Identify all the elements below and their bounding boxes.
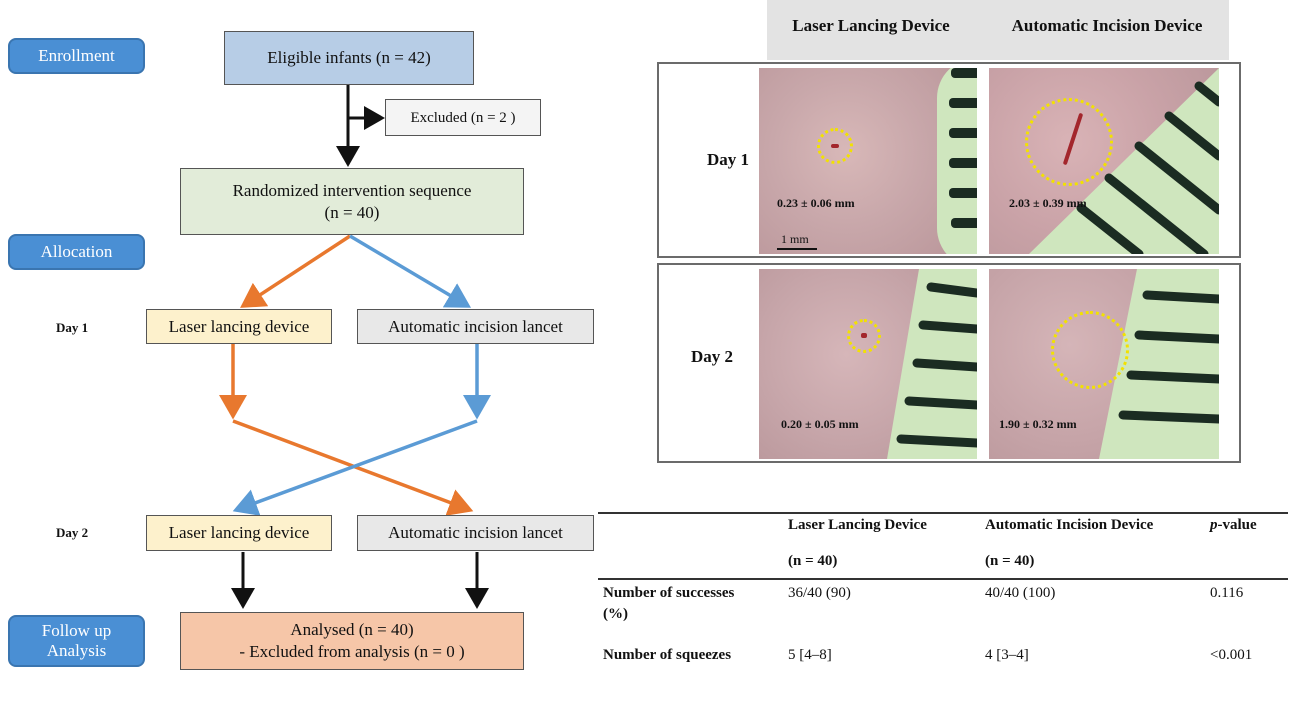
table-cell-successes-laser: 36/40 (90) <box>788 585 851 601</box>
incision-day1-laser <box>831 144 839 148</box>
table-header-value: -value <box>1217 517 1257 533</box>
incision-day2-laser <box>861 333 867 338</box>
arrow-blue-crossover <box>232 419 478 516</box>
image-col-header-laser: Laser Lancing Device <box>792 16 950 35</box>
photo-day1-laser: 0.23 ± 0.06 mm 1 mm <box>759 68 977 254</box>
image-row-label-day2: Day 2 <box>691 347 734 366</box>
table-row-label-successes: Number of successes <box>603 585 735 601</box>
day2-laser-label: Laser lancing device <box>168 523 310 542</box>
table-header-rule <box>598 578 1288 580</box>
table-row-label-squeezes: Number of squeezes <box>603 647 732 663</box>
incision-marker-day1-laser <box>817 128 853 164</box>
image-row-label-day1: Day 1 <box>707 150 750 169</box>
table-cell-squeezes-automatic: 4 [3–4] <box>985 647 1029 663</box>
photo-day2-automatic: 1.90 ± 0.32 mm <box>989 269 1219 459</box>
measurement-day1-laser: 0.23 ± 0.06 mm <box>777 196 855 210</box>
photo-day2-laser: 0.20 ± 0.05 mm <box>759 269 977 459</box>
day1-automatic-label: Automatic incision lancet <box>388 316 563 336</box>
excluded-from-analysis-label: - Excluded from analysis (n = 0 ) <box>239 642 465 661</box>
table-header-pvalue: p-value <box>1210 517 1257 534</box>
stage-allocation: Allocation <box>8 234 145 270</box>
excluded-box: Excluded (n = 2 ) <box>385 99 541 136</box>
eligible-box: Eligible infants (n = 42) <box>224 31 474 85</box>
day1-automatic-box: Automatic incision lancet <box>357 309 594 344</box>
table-cell-successes-p: 0.116 <box>1210 585 1244 601</box>
photo-day1-automatic: 2.03 ± 0.39 mm <box>989 68 1219 254</box>
eligible-label: Eligible infants (n = 42) <box>267 48 431 67</box>
measurement-day1-automatic: 2.03 ± 0.39 mm <box>1009 196 1087 210</box>
measurement-day2-laser: 0.20 ± 0.05 mm <box>781 417 859 431</box>
ruler-day2-laser <box>887 269 977 459</box>
arrow-orange-allocation <box>240 234 351 308</box>
table-cell-squeezes-laser: 5 [4–8] <box>788 647 832 663</box>
table-top-rule <box>598 512 1288 514</box>
analysed-label: Analysed (n = 40) <box>290 620 414 639</box>
image-header-band <box>767 0 1229 60</box>
table-cell-squeezes-p: <0.001 <box>1210 647 1253 663</box>
day2-label: Day 2 <box>56 525 89 540</box>
measurement-day2-automatic: 1.90 ± 0.32 mm <box>999 417 1077 431</box>
scale-bar-label: 1 mm <box>781 232 809 246</box>
randomized-label: Randomized intervention sequence <box>232 180 472 200</box>
ruler-day2-automatic <box>1099 269 1219 459</box>
excluded-label: Excluded (n = 2 ) <box>410 109 516 126</box>
ruler-day1-laser <box>937 68 977 254</box>
randomized-box: Randomized intervention sequence (n = 40… <box>180 168 524 235</box>
randomized-count: (n = 40) <box>324 202 380 222</box>
image-panel-day1: Day 1 0.23 ± 0.06 mm 1 mm 2.03 ± 0.39 mm <box>657 62 1241 258</box>
ruler-day1-automatic <box>1029 68 1219 254</box>
day2-automatic-box: Automatic incision lancet <box>357 515 594 551</box>
table-header-automatic: Automatic Incision Device <box>985 517 1154 533</box>
incision-marker-day2-laser <box>847 319 881 353</box>
stage-enrollment: Enrollment <box>8 38 145 74</box>
image-panel-day2: Day 2 0.20 ± 0.05 mm 1.90 ± 0.32 mm <box>657 263 1241 463</box>
table-cell-successes-automatic: 40/40 (100) <box>985 585 1056 601</box>
table-header-laser: Laser Lancing Device <box>788 517 927 533</box>
stage-analysis-label: Analysis <box>46 641 107 660</box>
stage-follow-up-label: Follow up <box>41 621 112 640</box>
day1-laser-label: Laser lancing device <box>168 316 310 336</box>
analysed-box: Analysed (n = 40) - Excluded from analys… <box>180 612 524 670</box>
scale-bar <box>777 248 817 250</box>
stage-allocation-label: Allocation <box>40 242 113 261</box>
incision-marker-day2-automatic <box>1051 311 1129 389</box>
day2-automatic-label: Automatic incision lancet <box>388 523 563 542</box>
stage-follow-up: Follow up Analysis <box>8 615 145 667</box>
day2-laser-box: Laser lancing device <box>146 515 332 551</box>
incision-marker-day1-automatic <box>1025 98 1113 186</box>
day1-label: Day 1 <box>56 320 89 335</box>
day1-laser-box: Laser lancing device <box>146 309 332 344</box>
arrow-blue-allocation <box>349 234 472 308</box>
flowchart-arrows <box>219 85 491 609</box>
table-header-laser-n: (n = 40) <box>788 553 838 569</box>
stage-enrollment-label: Enrollment <box>38 46 115 65</box>
table-header-p: p <box>1210 517 1218 533</box>
table-row-label-successes-unit: (%) <box>603 606 628 622</box>
table-header-automatic-n: (n = 40) <box>985 553 1035 569</box>
image-col-header-automatic: Automatic Incision Device <box>1011 16 1203 35</box>
